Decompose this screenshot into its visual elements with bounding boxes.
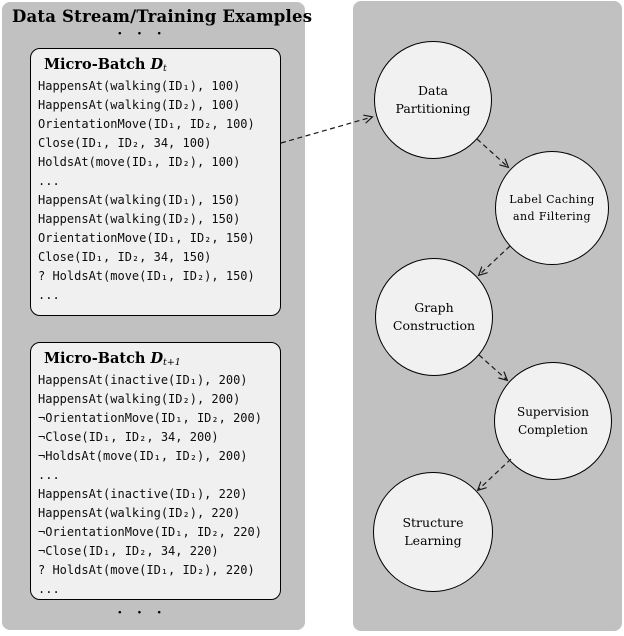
node-data-partitioning: Data Partitioning: [374, 41, 492, 159]
dataset-symbol: D: [150, 56, 164, 73]
stream-fact-line: HappensAt(inactive(ID₁), 220): [38, 487, 248, 501]
stream-fact-line: OrientationMove(ID₁, ID₂, 150): [38, 231, 255, 245]
data-stream-panel: Data Stream/Training Examples · · · Micr…: [2, 2, 312, 630]
stream-fact-line: HappensAt(walking(ID₂), 100): [38, 98, 241, 112]
stream-query-line: ? HoldsAt(move(ID₁, ID₂), 150): [38, 269, 255, 283]
pipeline-panel: Data Partitioning Label Caching and Filt…: [353, 1, 622, 631]
stream-fact-line: HappensAt(walking(ID₂), 220): [38, 506, 241, 520]
node-label: Data Partitioning: [395, 83, 471, 116]
stream-fact-line: ¬Close(ID₁, ID₂, 34, 220): [38, 544, 219, 558]
stream-ellipsis-line: ...: [38, 468, 60, 482]
stream-fact-line: ¬OrientationMove(ID₁, ID₂, 200): [38, 411, 262, 425]
stream-fact-line: ¬OrientationMove(ID₁, ID₂, 220): [38, 525, 262, 539]
panel-title: Data Stream/Training Examples: [12, 7, 313, 26]
micro-batch-header-prefix: Micro-Batch: [44, 350, 146, 367]
node-label-caching-filtering: Label Caching and Filtering: [495, 151, 609, 265]
stream-fact-line: HappensAt(inactive(ID₁), 200): [38, 373, 248, 387]
dataset-subscript: t: [163, 63, 167, 74]
stream-ellipsis-line: ...: [38, 582, 60, 596]
stream-fact-line: HappensAt(walking(ID₁), 150): [38, 193, 241, 207]
stream-query-line: ? HoldsAt(move(ID₁, ID₂), 220): [38, 563, 255, 577]
stream-fact-line: Close(ID₁, ID₂, 34, 150): [38, 250, 212, 264]
node-label: Supervision Completion: [516, 405, 590, 437]
node-graph-construction: Graph Construction: [375, 258, 493, 376]
stream-fact-line: HappensAt(walking(ID₂), 200): [38, 392, 241, 406]
node-structure-learning: Structure Learning: [373, 472, 493, 592]
stream-fact-line: ¬Close(ID₁, ID₂, 34, 200): [38, 430, 219, 444]
stream-fact-line: HoldsAt(move(ID₁, ID₂), 100): [38, 155, 241, 169]
stream-fact-line: HappensAt(walking(ID₂), 150): [38, 212, 241, 226]
stream-ellipsis-line: ...: [38, 288, 60, 302]
stream-fact-line: OrientationMove(ID₁, ID₂, 100): [38, 117, 255, 131]
ellipsis-bottom: · · ·: [117, 605, 167, 621]
stream-ellipsis-line: ...: [38, 174, 60, 188]
node-label: Structure Learning: [402, 515, 464, 548]
ellipsis-top: · · ·: [117, 26, 167, 42]
stream-fact-line: ¬HoldsAt(move(ID₁, ID₂), 200): [38, 449, 248, 463]
dataset-symbol: D: [150, 350, 164, 367]
dataset-subscript: t+1: [163, 357, 181, 368]
stream-fact-line: HappensAt(walking(ID₁), 100): [38, 79, 241, 93]
node-supervision-completion: Supervision Completion: [494, 362, 612, 480]
stream-fact-line: Close(ID₁, ID₂, 34, 100): [38, 136, 212, 150]
node-label: Graph Construction: [392, 300, 476, 333]
micro-batch-header-prefix: Micro-Batch: [44, 56, 146, 73]
node-label: Label Caching and Filtering: [509, 193, 595, 223]
